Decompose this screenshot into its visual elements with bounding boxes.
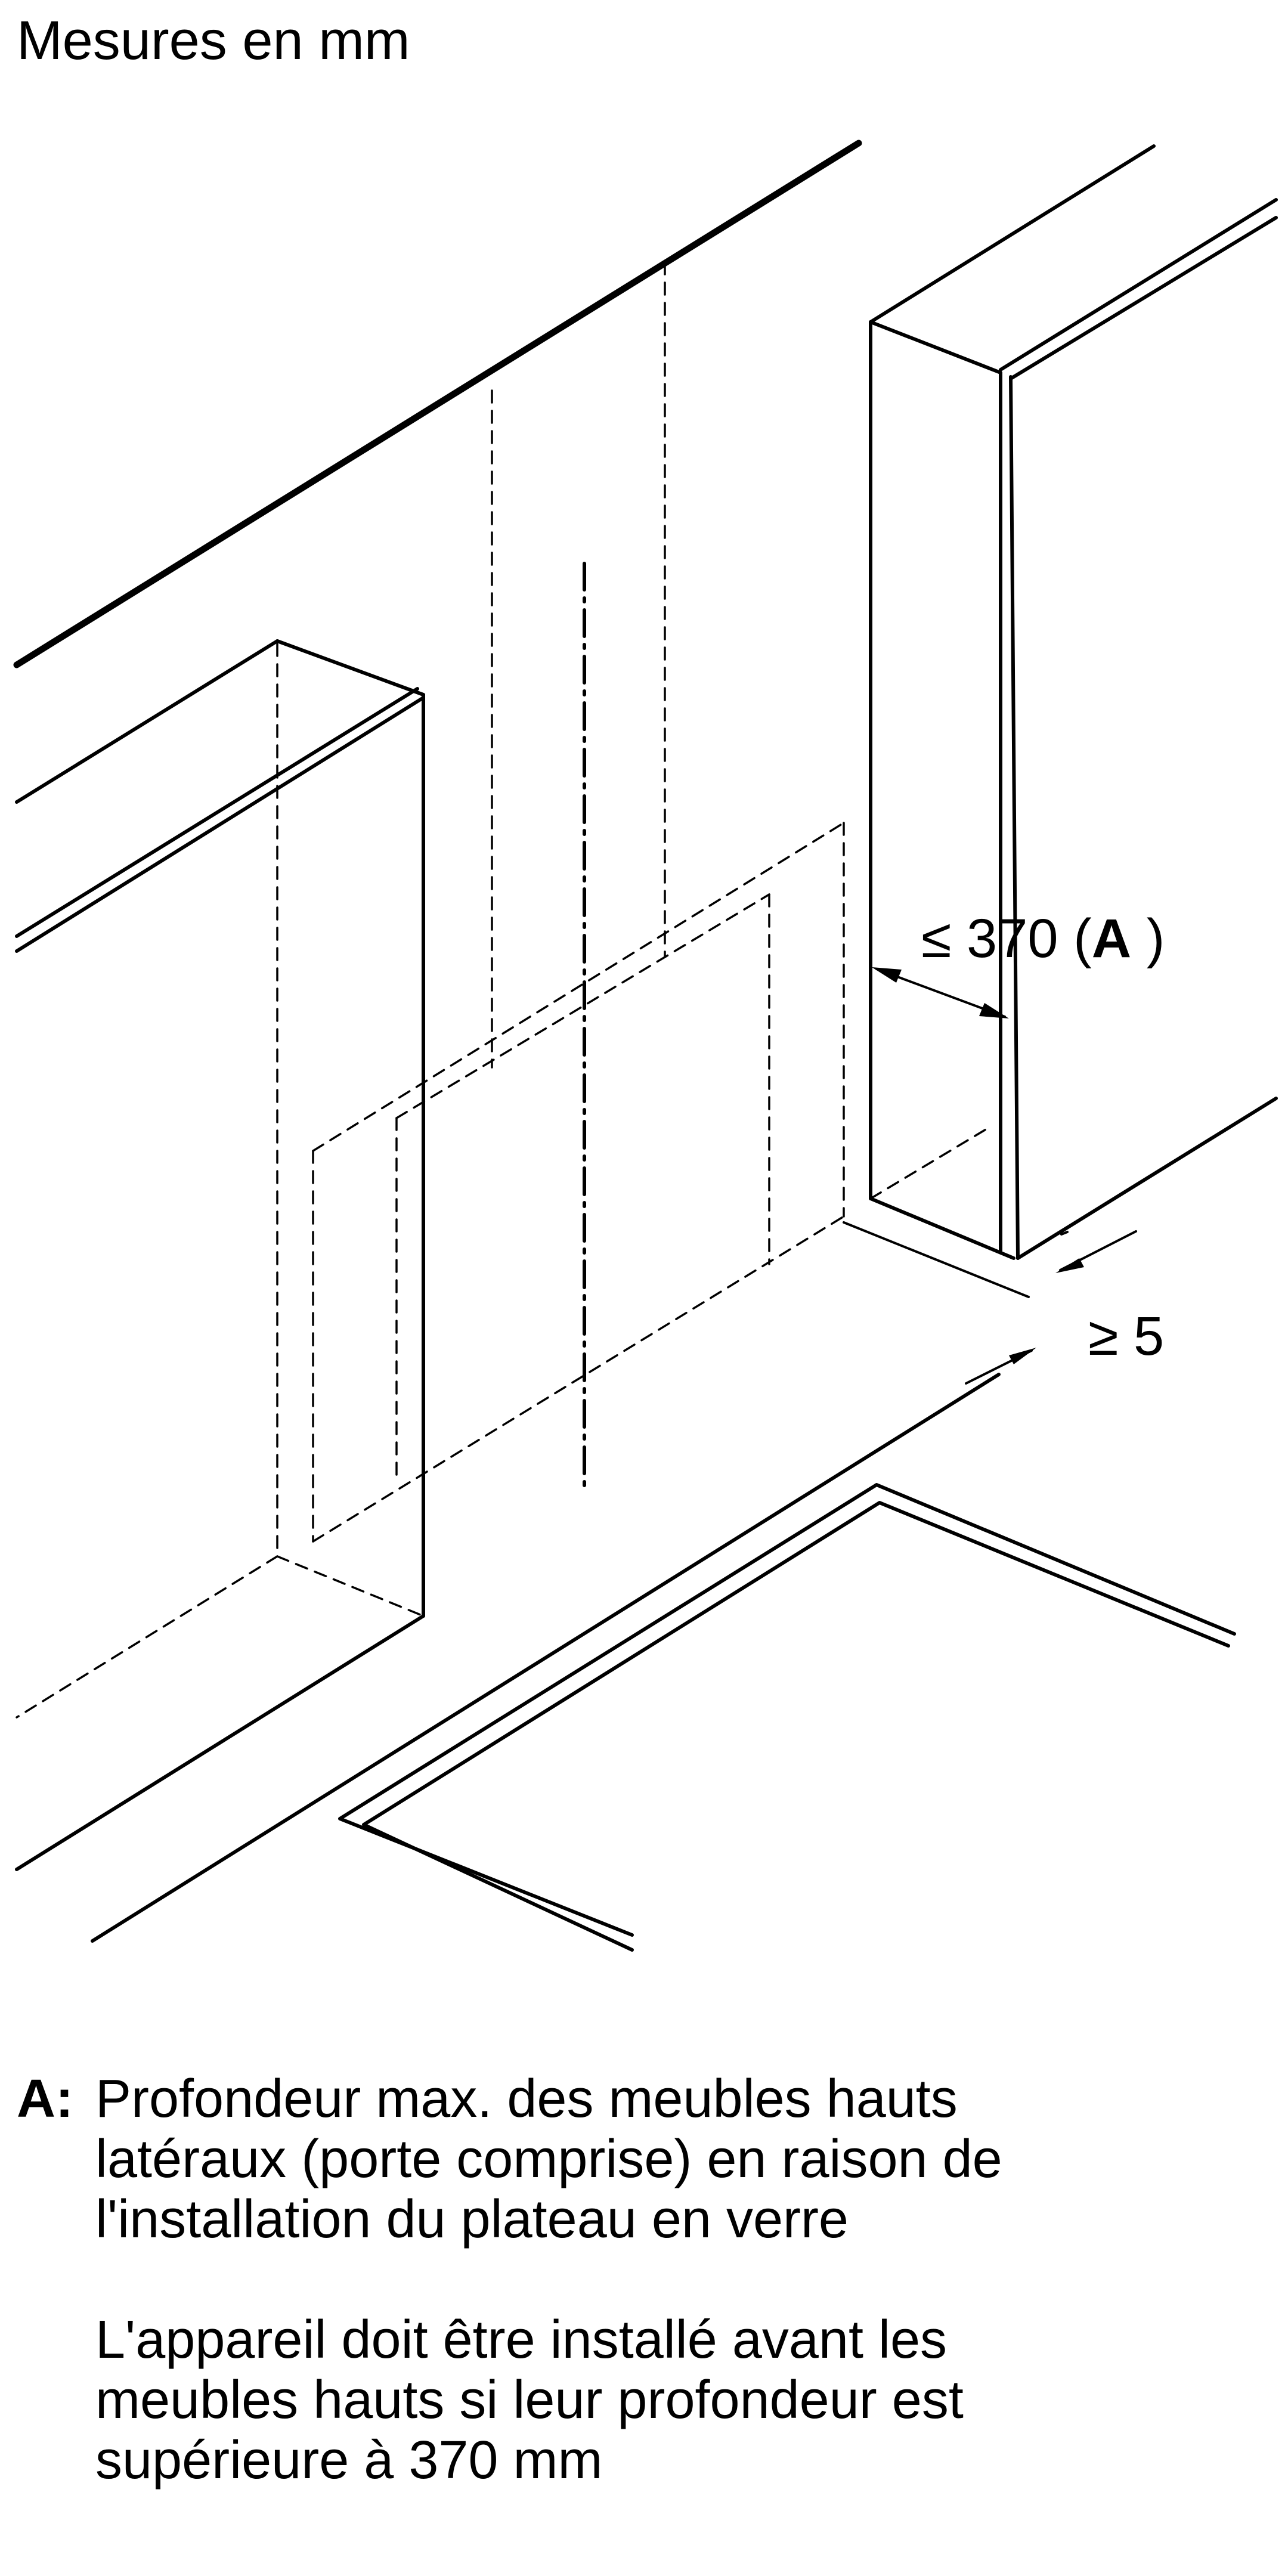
legend-line: L'appareil doit être installé avant les [95, 2310, 948, 2370]
legend-key: A: [17, 2069, 73, 2129]
min-gap-dimension [843, 1221, 1137, 1385]
legend-line: Profondeur max. des meubles hauts [95, 2069, 958, 2129]
installation-drawing: ≤ 370 (A ) ≥ 5 [13, 140, 1278, 1952]
legend-item-a: A: Profondeur max. des meubles hauts lat… [17, 2069, 1269, 2491]
wall-top-edge [13, 140, 862, 668]
worktop-edge [91, 1373, 1001, 1943]
cooktop [338, 1483, 1236, 1952]
max-depth-dimension [872, 967, 1009, 1018]
right-wall-cabinet [869, 144, 1278, 1260]
page-title: Mesures en mm [17, 10, 410, 71]
legend-line: latéraux (porte comprise) en raison de [95, 2129, 1002, 2189]
legend: A: Profondeur max. des meubles hauts lat… [17, 2069, 1269, 2491]
legend-description: Profondeur max. des meubles hauts latéra… [95, 2069, 1269, 2491]
min-gap-label: ≥ 5 [1088, 1306, 1164, 1367]
legend-line: l'installation du plateau en verre [95, 2190, 849, 2249]
max-depth-label: ≤ 370 (A ) [921, 908, 1165, 969]
hood-outline [312, 261, 845, 1543]
legend-line: meubles hauts si leur profondeur est [95, 2370, 964, 2430]
left-wall-cabinet [15, 639, 425, 1871]
legend-line: supérieure à 370 mm [95, 2431, 603, 2490]
